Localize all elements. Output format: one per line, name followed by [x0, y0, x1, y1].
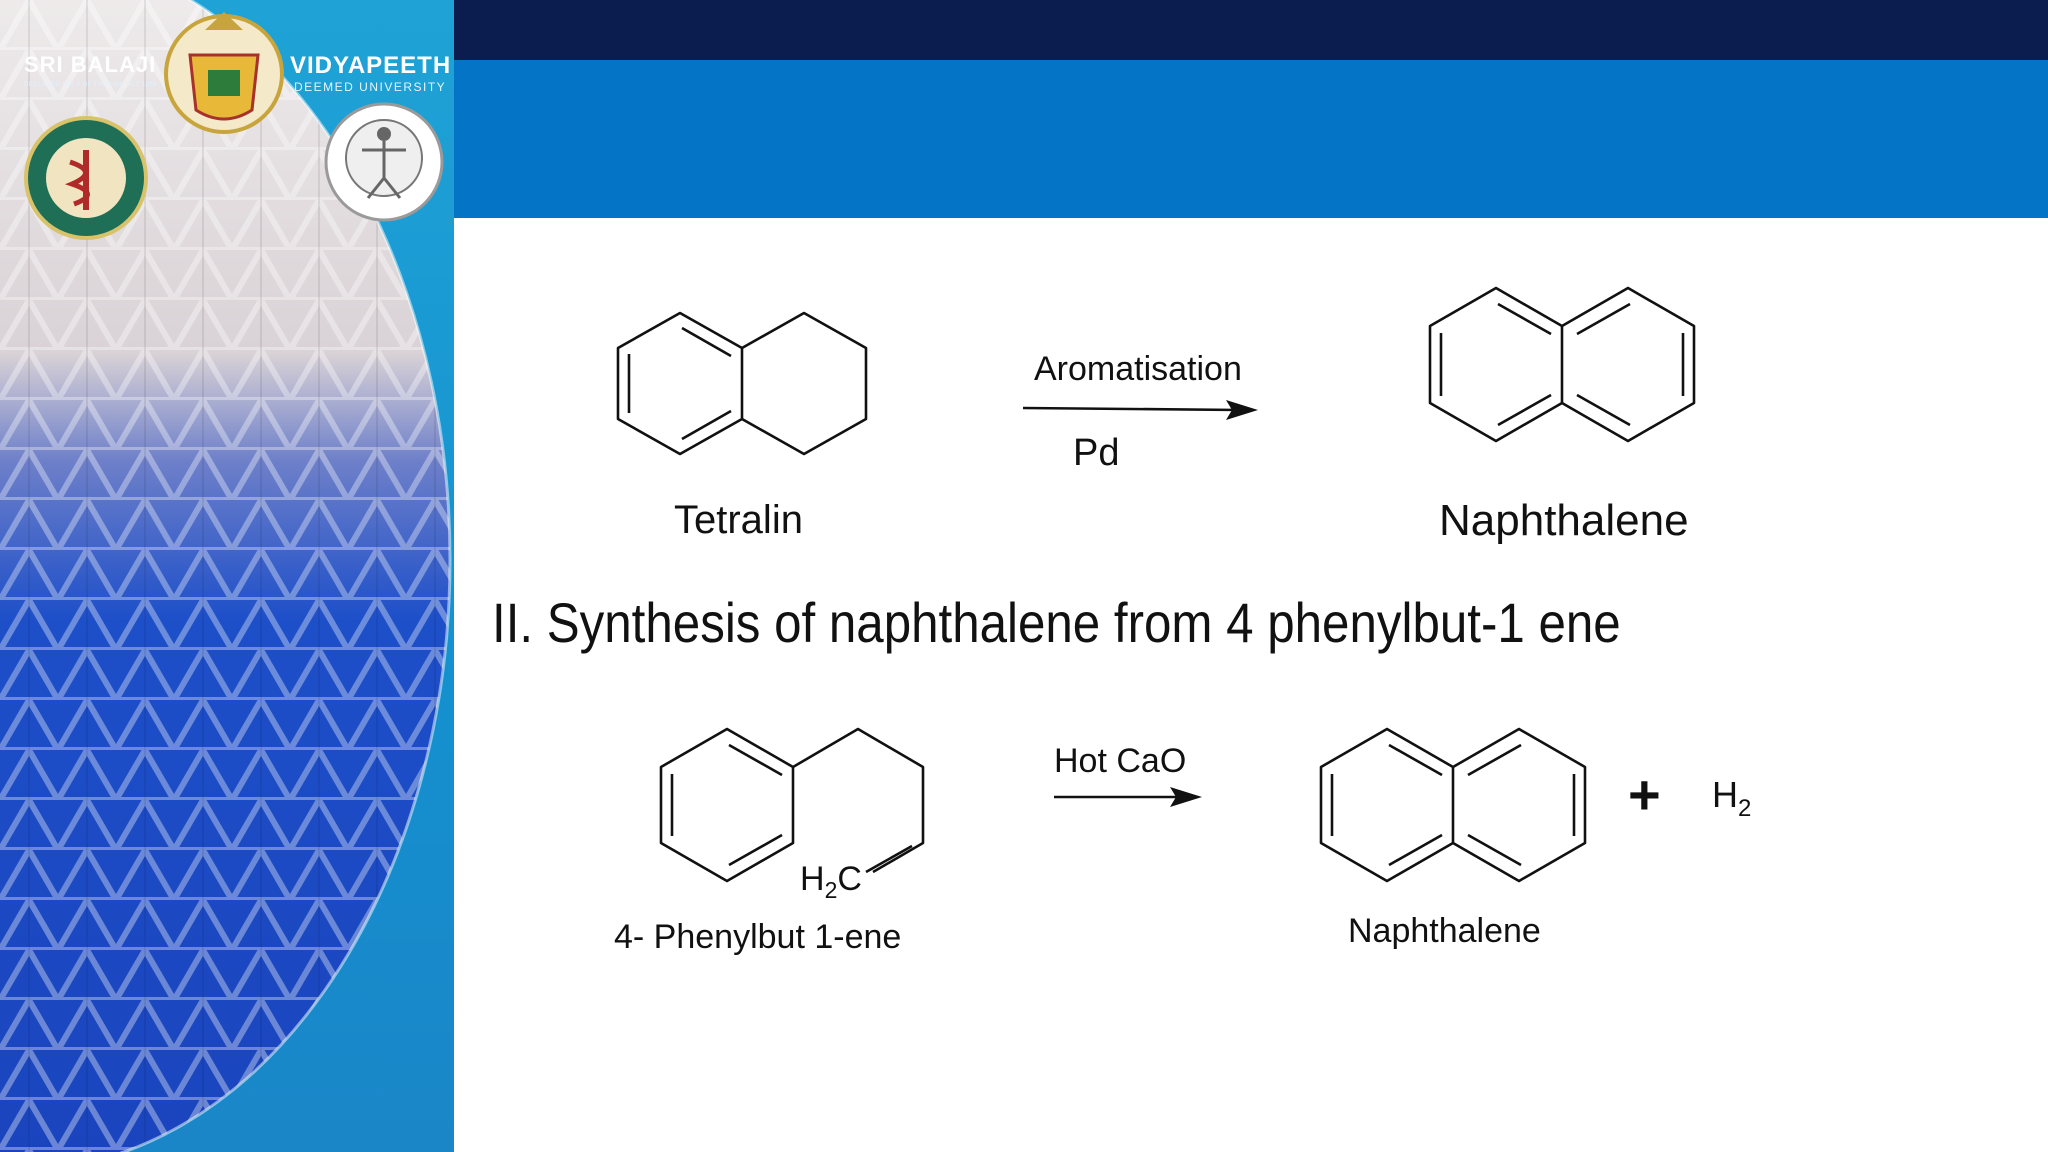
- reaction-arrow-2: [1054, 787, 1202, 807]
- product-name-naphthalene-1: Naphthalene: [1439, 496, 1689, 545]
- reaction-arrow-1: [1022, 400, 1258, 420]
- naphthalene-structure-2: [1319, 727, 1587, 883]
- geodesic-dome-graphic: [0, 0, 452, 1152]
- brand-subtitle: DEEMED UNIVERSITY: [294, 80, 447, 94]
- section-heading: II. Synthesis of naphthalene from 4 phen…: [492, 591, 1621, 654]
- plus-sign: +: [1628, 763, 1661, 826]
- phenylbutene-structure: [659, 727, 925, 883]
- catalyst-pd: Pd: [1073, 432, 1120, 474]
- reactant-name-tetralin: Tetralin: [674, 498, 803, 542]
- brand-tagline: DECLARED U/S 3 OF THE UGC ACT 1956: [24, 82, 158, 88]
- header-blue-bar: [454, 60, 2048, 218]
- reactant-name-phenylbutene: 4- Phenylbut 1-ene: [614, 918, 902, 956]
- reagent-hot-cao: Hot CaO: [1054, 742, 1187, 780]
- product-name-naphthalene-2: Naphthalene: [1348, 912, 1541, 950]
- header-dark-bar: [454, 0, 2048, 60]
- brand-name-left: SRI BALAJI: [24, 52, 157, 77]
- tetralin-structure: [616, 311, 868, 456]
- pharmacy-seal-icon: [24, 116, 148, 240]
- university-crest-icon: [164, 12, 284, 134]
- ch2-group-label: H2C: [800, 860, 862, 903]
- hydrogen-byproduct: H2: [1712, 774, 1752, 822]
- brand-name-right: VIDYAPEETH: [290, 52, 452, 79]
- branding-sidebar: SRI BALAJI VIDYAPEETH DEEMED UNIVERSITY …: [0, 0, 454, 1152]
- reagent-aromatisation: Aromatisation: [1034, 350, 1242, 388]
- vitruvian-emblem-icon: [324, 102, 444, 222]
- naphthalene-structure-1: [1428, 286, 1696, 443]
